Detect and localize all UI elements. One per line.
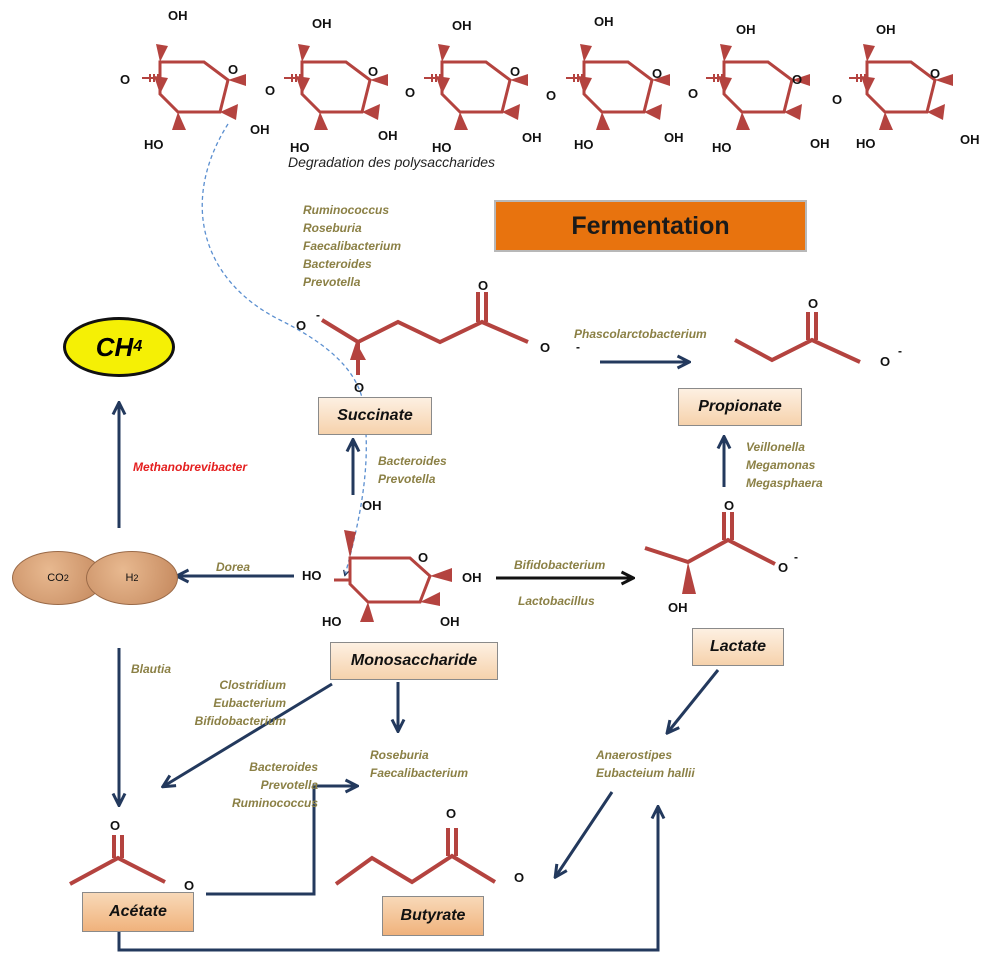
- poly-ring-o-1: O: [228, 62, 239, 77]
- poly-oh-4: OH: [378, 128, 398, 143]
- poly-o-1: O: [120, 72, 131, 87]
- butyrate-box: Butyrate: [382, 896, 484, 936]
- propionate-o-top: O: [808, 296, 819, 311]
- butyrate-o-top: O: [446, 806, 457, 821]
- mono-oh-bottom: OH: [440, 614, 460, 629]
- bacteria-methanobrevibacter: Methanobrevibacter: [133, 460, 248, 474]
- acetate-o-right: O: [184, 878, 195, 893]
- poly-ring-o-6: O: [930, 66, 941, 81]
- poly-o-6: O: [832, 92, 843, 107]
- degradation-dashed-curve: [201, 123, 367, 575]
- lactate-o-right: O: [778, 560, 789, 575]
- poly-oh-12: OH: [960, 132, 980, 147]
- monosaccharide-structure: [334, 530, 452, 622]
- lactate-minus: -: [794, 550, 798, 564]
- succinate-minus-left: -: [316, 308, 320, 322]
- bacteria-polysaccharide-degraders: Ruminococcus Roseburia Faecalibacterium …: [303, 203, 402, 289]
- bacteria-veillonella-group: Veillonella Megamonas Megasphaera: [746, 440, 823, 490]
- poly-ring-o-3: O: [510, 64, 521, 79]
- bacteria-blautia: Blautia: [131, 662, 172, 676]
- poly-ho-5: HO: [712, 140, 732, 155]
- arrow-to-butyrate: [556, 791, 614, 876]
- propionate-structure: [734, 312, 861, 364]
- arrow-mono-acetate: [164, 682, 333, 786]
- bacteria-bifidobacterium: Bifidobacterium: [514, 558, 606, 572]
- butyrate-structure: [334, 828, 497, 886]
- bacteria-mono-succinate: Bacteroides Prevotella: [378, 454, 447, 486]
- succinate-o-left: O: [296, 318, 307, 333]
- succinate-box: Succinate: [318, 397, 432, 435]
- poly-oh-10: OH: [810, 136, 830, 151]
- lactate-o-top: O: [724, 498, 735, 513]
- succinate-o-right: O: [540, 340, 551, 355]
- succinate-o-top: O: [478, 278, 489, 293]
- lactate-structure: [644, 512, 776, 594]
- lactate-box: Lactate: [692, 628, 784, 666]
- poly-oh-7: OH: [594, 14, 614, 29]
- poly-ho-3: HO: [432, 140, 452, 155]
- poly-ho-6: HO: [856, 136, 876, 151]
- pathway-arrows: [117, 362, 724, 952]
- poly-ho-1: HO: [144, 137, 164, 152]
- poly-oh-11: OH: [876, 22, 896, 37]
- mono-oh-top: OH: [362, 498, 382, 513]
- poly-oh-5: OH: [452, 18, 472, 33]
- poly-oh-6: OH: [522, 130, 542, 145]
- succinate-o-bottom: O: [354, 380, 365, 395]
- polysaccharide-chain: [140, 42, 955, 132]
- succinate-structure: [320, 292, 529, 375]
- poly-oh-8: OH: [664, 130, 684, 145]
- bacteria-butyrate-producers: Roseburia Faecalibacterium: [370, 748, 469, 780]
- poly-oh-1: OH: [168, 8, 188, 23]
- poly-oh-3: OH: [312, 16, 332, 31]
- poly-o-5: O: [688, 86, 699, 101]
- arrow-lactate-butyrate-producers: [668, 669, 720, 732]
- arrow-acetate-butyrate: [206, 786, 356, 896]
- mono-ring-o: O: [418, 550, 429, 565]
- poly-o-2: O: [265, 83, 276, 98]
- polysaccharide-caption: Degradation des polysaccharides: [288, 154, 496, 170]
- mono-oh-right: OH: [462, 570, 482, 585]
- bacteria-anaerostipes-group: Anaerostipes Eubacteium hallii: [596, 748, 695, 780]
- propionate-o-right: O: [880, 354, 891, 369]
- fermentation-title: Fermentation: [494, 200, 807, 252]
- bacteria-phascolarctobacterium: Phascolarctobacterium: [574, 327, 707, 341]
- acetate-structure: [69, 835, 166, 886]
- mono-ho-bottom: HO: [322, 614, 342, 629]
- butyrate-o-right: O: [514, 870, 525, 885]
- monosaccharide-box: Monosaccharide: [330, 642, 498, 680]
- poly-ring-o-2: O: [368, 64, 379, 79]
- poly-ho-2: HO: [290, 140, 310, 155]
- acetate-o-top: O: [110, 818, 121, 833]
- poly-ho-4: HO: [574, 137, 594, 152]
- bacteria-lactobacillus: Lactobacillus: [518, 594, 595, 608]
- bacteria-dorea: Dorea: [216, 560, 251, 574]
- poly-o-4: O: [546, 88, 557, 103]
- acetate-box: Acétate: [82, 892, 194, 932]
- succinate-minus-right: -: [576, 340, 580, 354]
- poly-oh-9: OH: [736, 22, 756, 37]
- bacteria-acetate-producers: Bacteroides Prevotella Ruminococcus: [231, 760, 318, 810]
- poly-oh-2: OH: [250, 122, 270, 137]
- bacteria-clostridium-group: Clostridium Eubacterium Bifidobacterium: [194, 678, 286, 728]
- propionate-minus: -: [898, 344, 902, 358]
- poly-ring-o-5: O: [792, 72, 803, 87]
- arrow-acetate-lactate: [117, 808, 658, 952]
- poly-o-3: O: [405, 85, 416, 100]
- mono-ho-left: HO: [302, 568, 322, 583]
- lactate-oh: OH: [668, 600, 688, 615]
- poly-ring-o-4: O: [652, 66, 663, 81]
- propionate-box: Propionate: [678, 388, 802, 426]
